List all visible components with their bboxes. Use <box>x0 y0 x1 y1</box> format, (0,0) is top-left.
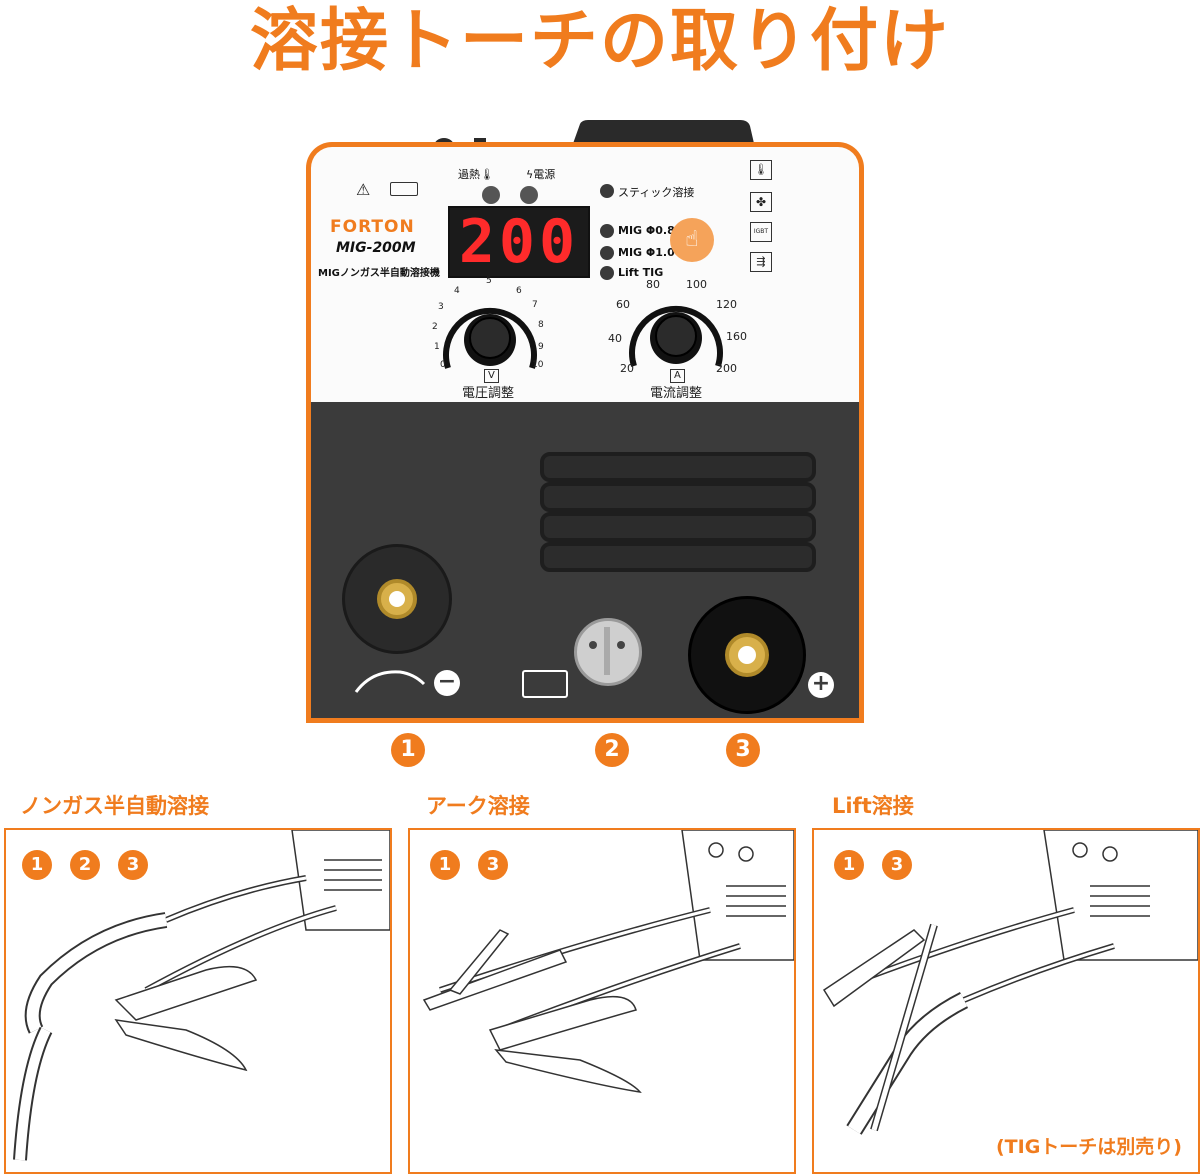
v-tick-0: 0 <box>440 360 446 370</box>
overheat-label: 過熱🌡 <box>458 166 494 182</box>
a-tick-20: 20 <box>620 362 634 375</box>
v-tick-9: 9 <box>538 342 544 352</box>
connector-negative[interactable] <box>342 544 452 654</box>
power-led <box>520 186 538 204</box>
v-tick-7: 7 <box>532 300 538 310</box>
panel1-badge-1: 1 <box>22 850 52 880</box>
v-tick-2: 2 <box>432 322 438 332</box>
mode-list: スティック溶接 MIG Φ0.8 MIG Φ1.0 Lift TIG <box>600 182 740 282</box>
v-tick-6: 6 <box>516 286 522 296</box>
power-label: ϟ電源 <box>526 166 555 182</box>
thermometer-small-icon: 🌡 <box>480 168 494 181</box>
mig-torch-illustration <box>13 830 390 1161</box>
mode-mig08: MIG Φ0.8 <box>618 224 675 237</box>
a-tick-60: 60 <box>616 298 630 311</box>
current-dial[interactable] <box>616 286 736 386</box>
thermometer-icon: 🌡 <box>750 160 772 180</box>
voltage-dial[interactable] <box>430 288 550 388</box>
connector-badge-3: 3 <box>726 733 760 767</box>
voltage-scale: 0 1 2 3 4 5 6 7 8 9 10 <box>430 276 550 376</box>
igbt-icon: IGBT <box>750 222 772 242</box>
v-tick-3: 3 <box>438 302 444 312</box>
tig-torch-note: (TIGトーチは別売り) <box>996 1136 1182 1158</box>
manual-icon <box>390 182 418 196</box>
current-label: 電流調整 <box>650 386 703 401</box>
v-tick-1: 1 <box>434 342 440 352</box>
mode-lifttig: Lift TIG <box>618 266 664 279</box>
fan-icon: ✤ <box>750 192 772 212</box>
section-title-nongas: ノンガス半自動溶接 <box>20 794 209 818</box>
minus-icon: − <box>434 670 460 696</box>
power-text: 電源 <box>533 168 556 181</box>
model-name: MIG-200M <box>336 240 416 256</box>
page-title: 溶接トーチの取り付け <box>249 2 950 81</box>
panel2-badge-1: 1 <box>430 850 460 880</box>
lightning-icon: ϟ <box>526 168 534 181</box>
current-unit: A <box>670 369 685 383</box>
panel1-badge-3: 3 <box>118 850 148 880</box>
section-title-lift: Lift溶接 <box>832 794 914 818</box>
hand-icon: ☝ <box>685 227 699 252</box>
section-title-arc: アーク溶接 <box>426 794 530 818</box>
switch-icon <box>522 670 568 698</box>
mode-stick: スティック溶接 <box>618 186 695 199</box>
a-tick-120: 120 <box>716 298 737 311</box>
connector-positive[interactable] <box>688 596 806 714</box>
a-tick-200: 200 <box>716 362 737 375</box>
brand-logo: FORTON <box>330 217 415 237</box>
overheat-text: 過熱 <box>458 168 480 181</box>
mode-select-button[interactable]: ☝ <box>670 218 714 262</box>
v-tick-8: 8 <box>538 320 544 330</box>
current-scale: 20 40 60 80 100 120 160 200 <box>608 276 748 376</box>
v-tick-5: 5 <box>486 276 492 286</box>
connector-badge-1: 1 <box>391 733 425 767</box>
panel3-badge-1: 1 <box>834 850 864 880</box>
vent-grille <box>540 452 816 572</box>
overheat-led <box>482 186 500 204</box>
v-tick-4: 4 <box>454 286 460 296</box>
connector-badge-2: 2 <box>595 733 629 767</box>
display-value: 200 <box>458 207 580 277</box>
panel2-badge-3: 3 <box>478 850 508 880</box>
a-tick-160: 160 <box>726 330 747 343</box>
plus-icon: + <box>808 672 834 698</box>
tig-torch-illustration <box>822 830 1198 1135</box>
panel-nongas: 1 2 3 <box>4 828 392 1174</box>
mode-mig10: MIG Φ1.0 <box>618 246 675 259</box>
panel-arc: 1 3 <box>408 828 796 1174</box>
mode-led-lifttig <box>600 266 614 280</box>
side-icons: 🌡 ✤ IGBT ⇶ <box>750 160 774 280</box>
stick-electrode-illustration <box>422 830 794 1094</box>
panel3-badge-3: 3 <box>882 850 912 880</box>
voltage-label: 電圧調整 <box>462 386 515 401</box>
a-tick-40: 40 <box>608 332 622 345</box>
machine-subtitle: MIGノンガス半自動溶接機 <box>318 268 440 279</box>
mig-torch-icon <box>354 670 426 693</box>
welder-machine: ⚠ FORTON MIG-200M MIGノンガス半自動溶接機 過熱🌡 ϟ電源 … <box>298 118 864 724</box>
panel1-badge-2: 2 <box>70 850 100 880</box>
voltage-unit: V <box>484 369 499 383</box>
digital-display: 200 <box>448 206 590 278</box>
plug-icon: ⇶ <box>750 252 772 272</box>
mode-led-mig10 <box>600 246 614 260</box>
a-tick-100: 100 <box>686 278 707 291</box>
warning-icon: ⚠ <box>356 180 371 199</box>
mode-led-stick <box>600 184 614 198</box>
panel-lift: 1 3 (TIGトーチは別売り) <box>812 828 1200 1174</box>
control-socket[interactable] <box>574 618 642 686</box>
a-tick-80: 80 <box>646 278 660 291</box>
mode-led-mig08 <box>600 224 614 238</box>
v-tick-10: 10 <box>532 360 544 370</box>
